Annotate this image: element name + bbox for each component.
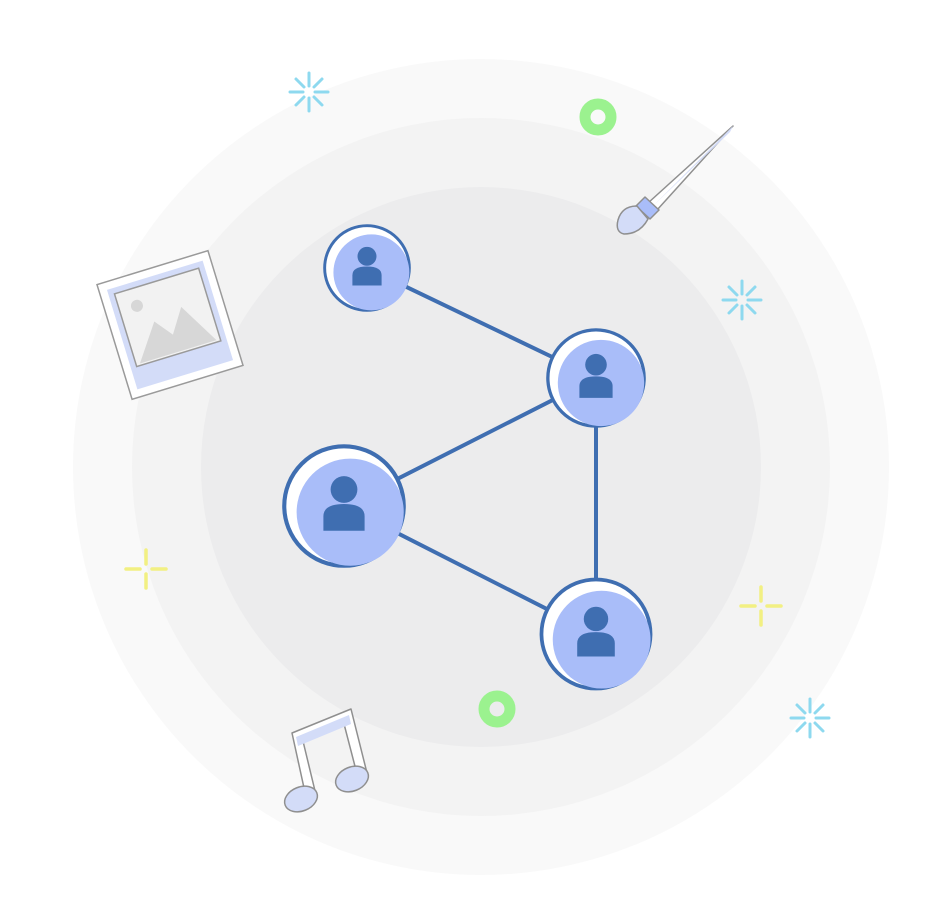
network-nodes xyxy=(282,224,653,691)
paintbrush-icon xyxy=(616,125,734,235)
sparkle-icon xyxy=(124,548,168,590)
sparkle-icon xyxy=(721,279,763,321)
ring-dot-icon xyxy=(478,690,516,728)
photo-icon xyxy=(96,249,244,401)
person-node xyxy=(546,328,646,428)
person-icon xyxy=(323,476,365,531)
music-note-icon xyxy=(283,708,370,813)
person-node xyxy=(323,224,411,312)
person-node xyxy=(539,577,653,691)
halo-inner xyxy=(201,187,761,747)
person-icon xyxy=(579,353,613,398)
person-node xyxy=(282,444,406,568)
sparkle-icon xyxy=(739,585,783,627)
ring-dot-icon xyxy=(579,98,617,136)
sparkle-icon xyxy=(288,71,330,113)
background-halos xyxy=(73,59,889,875)
person-icon xyxy=(352,246,382,286)
person-icon xyxy=(577,606,615,657)
sparkle-icon xyxy=(789,697,831,739)
